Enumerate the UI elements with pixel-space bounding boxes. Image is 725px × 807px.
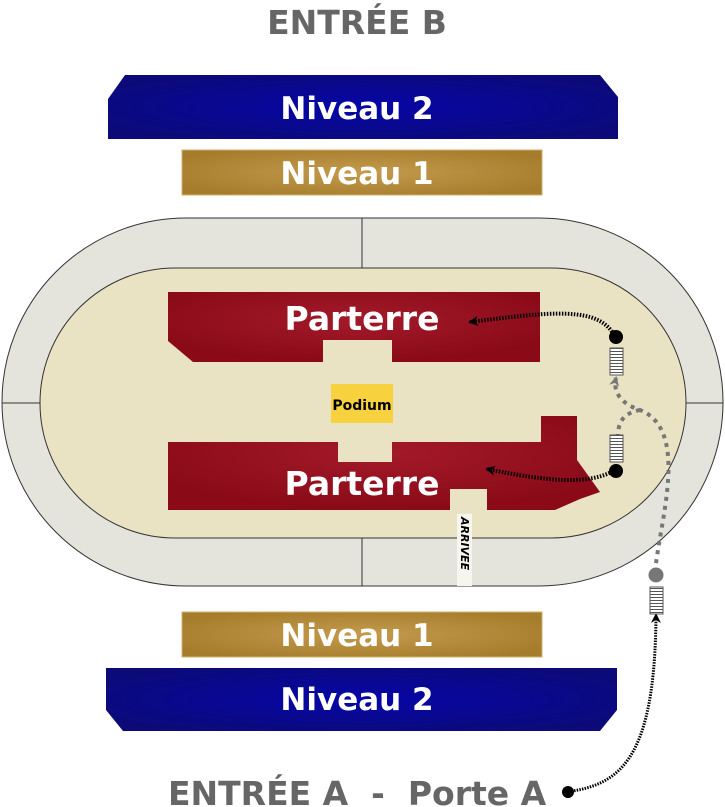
checkpoint-gray-dot xyxy=(648,567,664,583)
entrance-b-label: ENTRÉE B xyxy=(267,2,447,42)
podium[interactable]: Podium xyxy=(331,384,393,423)
route-gray-up xyxy=(609,376,671,573)
bottom-level1-section[interactable]: Niveau 1 xyxy=(181,611,543,658)
top-level2-section[interactable]: Niveau 2 xyxy=(108,75,618,139)
track-dividers xyxy=(2,218,723,586)
checkpoint-bottom-dot xyxy=(609,464,623,478)
gate-bottom xyxy=(609,434,624,463)
gate-entrance xyxy=(649,586,664,615)
bottom-level2-label: Niveau 2 xyxy=(280,682,433,718)
parterre-top-section[interactable]: Parterre xyxy=(168,292,540,362)
route-to-top-parterre xyxy=(468,311,617,338)
top-level1-label: Niveau 1 xyxy=(280,156,433,192)
bottom-level2-section[interactable]: Niveau 2 xyxy=(106,668,617,731)
route-entrance-a xyxy=(565,613,661,794)
entrance-a-dot xyxy=(562,786,574,798)
finish-line: ARRIVEE xyxy=(457,514,472,586)
gates xyxy=(562,330,664,798)
finish-label: ARRIVEE xyxy=(458,516,471,571)
parterre-bottom-section[interactable]: Parterre xyxy=(168,416,600,510)
top-level1-section[interactable]: Niveau 1 xyxy=(181,149,543,196)
entrance-a-label: ENTRÉE A - Porte A xyxy=(168,773,547,807)
podium-label: Podium xyxy=(332,398,391,414)
route-gray-down xyxy=(612,408,641,446)
bottom-level1-label: Niveau 1 xyxy=(280,618,433,654)
checkpoint-top-dot xyxy=(609,330,623,344)
route-paths xyxy=(468,311,671,794)
gate-top xyxy=(609,347,624,376)
parterre-top-label: Parterre xyxy=(285,299,440,338)
route-to-bottom-parterre xyxy=(485,465,617,482)
top-level2-label: Niveau 2 xyxy=(280,91,433,127)
parterre-bottom-label: Parterre xyxy=(285,464,440,503)
